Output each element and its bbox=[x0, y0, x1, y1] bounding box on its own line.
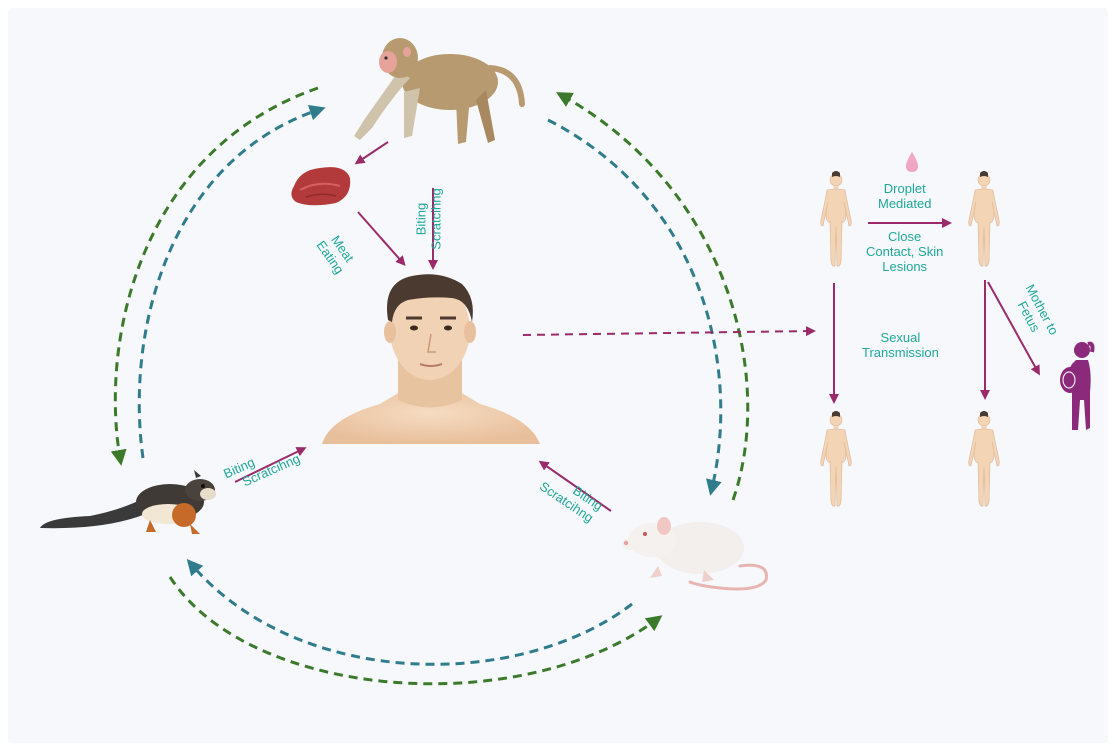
label-droplet-line1: Droplet bbox=[878, 181, 931, 196]
cycle-arc-monkey-to-rat bbox=[548, 120, 721, 488]
label-monkey-biting: Biting Scratcihng bbox=[414, 188, 444, 249]
label-monkey-biting-line2: Scratcihng bbox=[429, 188, 444, 249]
label-close-contact: Close Contact, Skin Lesions bbox=[866, 229, 943, 274]
human-figure-male-top bbox=[821, 171, 852, 266]
cycle-arc-rat-to-squirrel bbox=[192, 565, 632, 664]
arrow-monkey-to-meat bbox=[358, 142, 388, 162]
cycle-arc-squirrel-to-rat bbox=[170, 577, 656, 684]
label-contact-line1: Close bbox=[866, 229, 943, 244]
human-figure-female-top bbox=[969, 171, 1000, 266]
squirrel-illustration bbox=[40, 470, 216, 534]
monkey-illustration bbox=[354, 38, 522, 144]
label-droplet-line2: Mediated bbox=[878, 196, 931, 211]
cycle-arc-squirrel-to-monkey bbox=[139, 110, 318, 458]
central-human-illustration bbox=[322, 274, 540, 444]
label-sexual-line1: Sexual bbox=[862, 330, 939, 345]
meat-illustration bbox=[291, 167, 350, 205]
label-contact-line2: Contact, Skin bbox=[866, 244, 943, 259]
label-droplet-mediated: Droplet Mediated bbox=[878, 181, 931, 211]
human-figure-bottom-left bbox=[821, 411, 852, 506]
pregnant-woman-illustration bbox=[1060, 342, 1093, 430]
label-sexual-line2: Transmission bbox=[862, 345, 939, 360]
label-monkey-biting-line1: Biting bbox=[414, 188, 429, 249]
arrow-meat-to-human bbox=[358, 212, 403, 263]
label-contact-line3: Lesions bbox=[866, 259, 943, 274]
label-sexual-transmission: Sexual Transmission bbox=[862, 330, 939, 360]
rat-illustration bbox=[622, 517, 766, 589]
droplet-icon bbox=[906, 152, 918, 172]
cycle-arc-monkey-to-squirrel bbox=[115, 88, 318, 458]
human-figure-bottom-right bbox=[969, 411, 1000, 506]
arrow-human-to-human-group bbox=[523, 331, 812, 335]
cycle-arc-rat-to-monkey bbox=[563, 96, 748, 500]
